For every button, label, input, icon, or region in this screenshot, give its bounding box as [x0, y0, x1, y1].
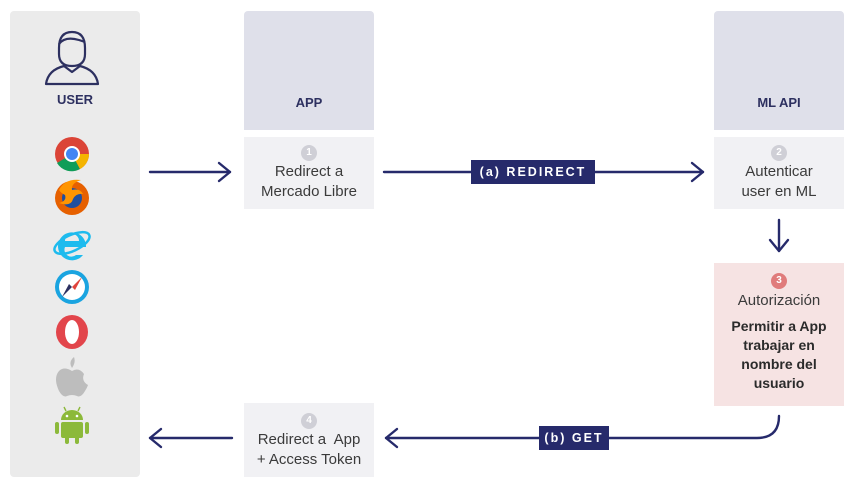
mlapi-header: ML API [714, 11, 844, 130]
step-4-line1: Redirect a App [257, 431, 361, 448]
mlapi-label: ML API [757, 95, 801, 110]
step-2-box: 2 Autenticar user en ML [714, 137, 844, 209]
step-4-line2: + Access Token [256, 451, 362, 468]
step-3-bold2: trabajar en [743, 337, 815, 353]
step-1-line1: Redirect a [274, 163, 344, 180]
step-1-number: 1 [301, 145, 317, 161]
step-3-box: 3 Autorización Permitir a App trabajar e… [714, 263, 844, 406]
step-2-number: 2 [771, 145, 787, 161]
user-label: USER [56, 92, 94, 107]
step-3-bold1: Permitir a App [731, 318, 827, 334]
step-2-line1: Autenticar [745, 163, 813, 180]
step-4-box: 4 Redirect a App + Access Token [244, 403, 374, 477]
step-3-number: 3 [771, 273, 787, 289]
user-panel [10, 11, 140, 477]
step-4-number: 4 [301, 413, 317, 429]
step-2-line2: user en ML [741, 183, 817, 200]
step-3-title: Autorización [737, 292, 821, 309]
app-header: APP [244, 11, 374, 130]
step-1-box: 1 Redirect a Mercado Libre [244, 137, 374, 209]
step-1-line2: Mercado Libre [261, 183, 357, 200]
redirect-tag: (a) REDIRECT [471, 160, 595, 184]
get-tag: (b) GET [539, 426, 609, 450]
step-3-bold4: usuario [753, 375, 805, 391]
step-3-bold3: nombre del [741, 356, 817, 372]
app-label: APP [295, 95, 323, 110]
